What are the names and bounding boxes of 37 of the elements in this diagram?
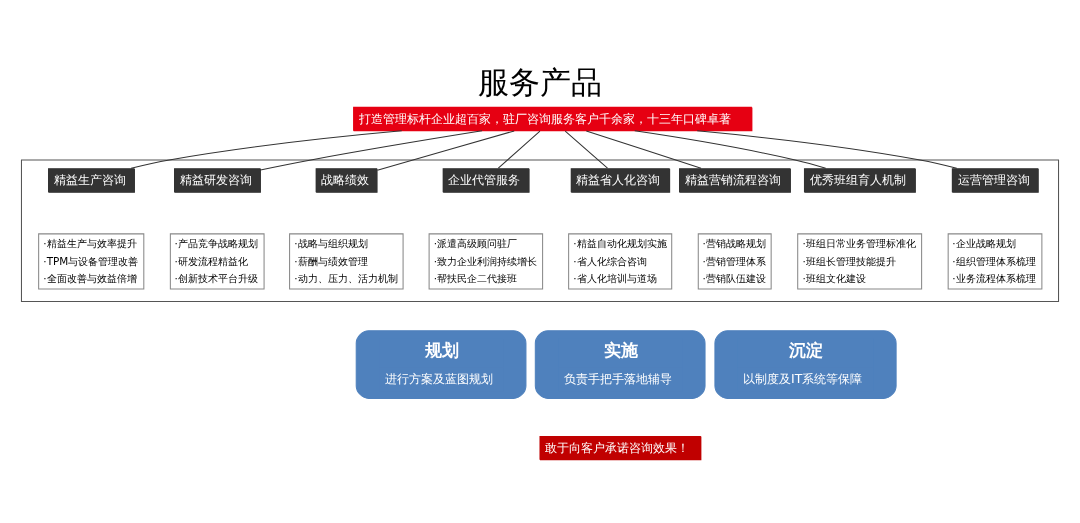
node-label: ·创新技术平台升级 [174, 271, 258, 284]
node-label: ·班组长管理技能提升 [802, 254, 896, 267]
node-label: ·研发流程精益化 [174, 254, 248, 267]
connector [564, 130, 608, 169]
node-label: ·派遣高级顾问驻厂 [433, 236, 518, 249]
node-label: ·企业战略规划 [952, 236, 1016, 249]
node-label: ·省人化综合咨询 [573, 254, 647, 267]
connector [260, 129, 483, 170]
connector [376, 129, 515, 171]
connector [585, 129, 702, 169]
node-box: 实施 负责手把手落地辅导 [534, 329, 706, 399]
node-label: ·致力企业利润持续增长 [433, 254, 538, 267]
connector [497, 130, 541, 169]
node-label: ·营销管理体系 [702, 254, 766, 267]
connector [130, 129, 403, 169]
node-box: 沉淀 以制度及IT系统等保障 [714, 329, 897, 399]
node-label: ·班组日常业务管理标准化 [802, 236, 916, 249]
node-label: ·营销队伍建设 [702, 271, 766, 284]
node-label: ·全面改善与效益倍增 [43, 271, 137, 284]
node-label: ·薪酬与绩效管理 [294, 254, 368, 267]
node-label: ·动力、压力、活力机制 [294, 271, 398, 284]
node-box: 规划 进行方案及蓝图规划 [355, 329, 527, 399]
connector [634, 129, 827, 169]
node-label: ·精益生产与效率提升 [43, 236, 137, 249]
cluster [20, 158, 1060, 302]
node-label: ·组织管理体系梳理 [952, 254, 1036, 267]
connector [696, 129, 958, 169]
diagram-title: 服务产品 [478, 63, 602, 100]
node-label: ·帮扶民企二代接班 [433, 271, 518, 284]
node-label: ·精益自动化规划实施 [573, 236, 667, 249]
node-label: ·班组文化建设 [802, 271, 866, 284]
node-label: ·业务流程体系梳理 [952, 271, 1036, 284]
node-label: ·省人化培训与道场 [573, 271, 657, 284]
node-label: ·战略与组织规划 [294, 236, 368, 249]
node-label: ·营销战略规划 [702, 236, 766, 249]
node-label: ·TPM与设备管理改善 [43, 254, 139, 267]
node-label: ·产品竞争战略规划 [174, 236, 258, 249]
